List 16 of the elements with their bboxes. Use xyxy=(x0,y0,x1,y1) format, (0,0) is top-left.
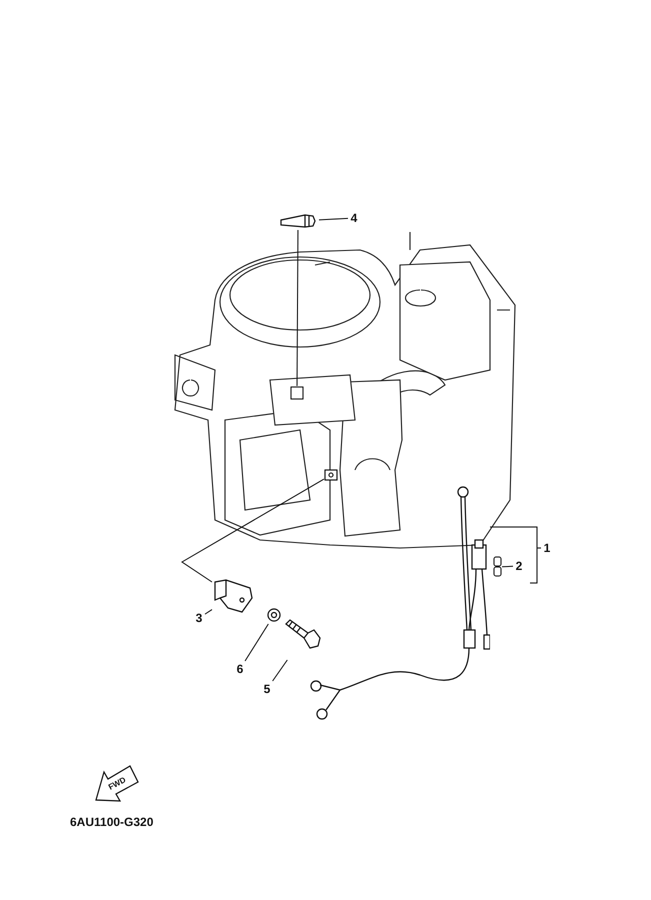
leader-line xyxy=(318,218,348,220)
callout-number: 5 xyxy=(261,681,273,697)
leader-line xyxy=(181,478,324,582)
leader-line xyxy=(490,526,542,584)
part-code: 6AU1100-G320 xyxy=(70,815,154,829)
leader-line xyxy=(272,660,288,682)
leader-line xyxy=(502,566,514,568)
callout-number: 3 xyxy=(193,610,205,626)
callout-number: 6 xyxy=(234,661,246,677)
callout-number: 1 xyxy=(541,540,553,556)
callout-number: 2 xyxy=(513,558,525,574)
leader-line xyxy=(244,624,269,662)
leader-line xyxy=(204,609,212,615)
leader-line xyxy=(296,230,298,386)
callout-number: 4 xyxy=(348,210,360,226)
direction-label: FWD xyxy=(106,775,128,792)
